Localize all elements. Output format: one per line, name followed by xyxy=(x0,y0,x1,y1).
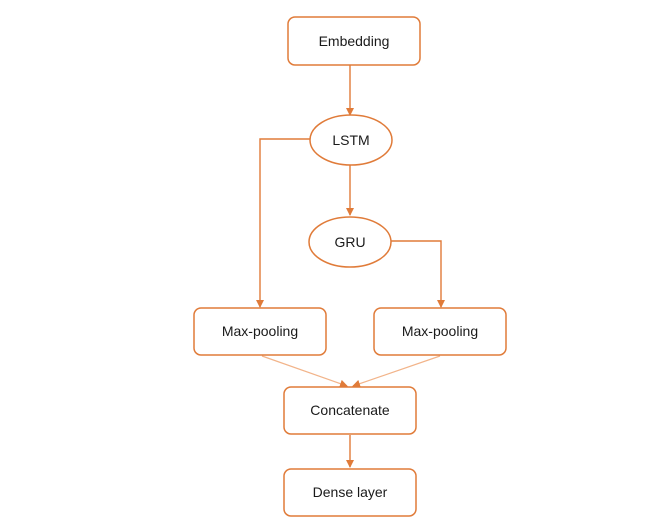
node-concatenate-label: Concatenate xyxy=(310,402,390,418)
node-maxpool-left-label: Max-pooling xyxy=(222,323,298,339)
node-concatenate: Concatenate xyxy=(283,386,417,435)
edge-lstm-to-maxpool-left xyxy=(256,138,311,308)
edge-maxpool-left-to-concatenate xyxy=(261,355,348,388)
node-maxpool-right: Max-pooling xyxy=(373,307,507,356)
node-lstm-label: LSTM xyxy=(332,132,369,148)
node-dense-label: Dense layer xyxy=(313,484,388,500)
node-gru-label: GRU xyxy=(334,234,365,250)
node-dense: Dense layer xyxy=(283,468,417,517)
node-maxpool-right-label: Max-pooling xyxy=(402,323,478,339)
edge-gru-to-maxpool-right xyxy=(390,240,445,308)
node-maxpool-left: Max-pooling xyxy=(193,307,327,356)
node-embedding-label: Embedding xyxy=(319,33,390,49)
node-lstm: LSTM xyxy=(309,114,393,166)
node-gru: GRU xyxy=(308,216,392,268)
node-embedding: Embedding xyxy=(287,16,421,66)
edge-maxpool-right-to-concatenate xyxy=(352,355,441,388)
